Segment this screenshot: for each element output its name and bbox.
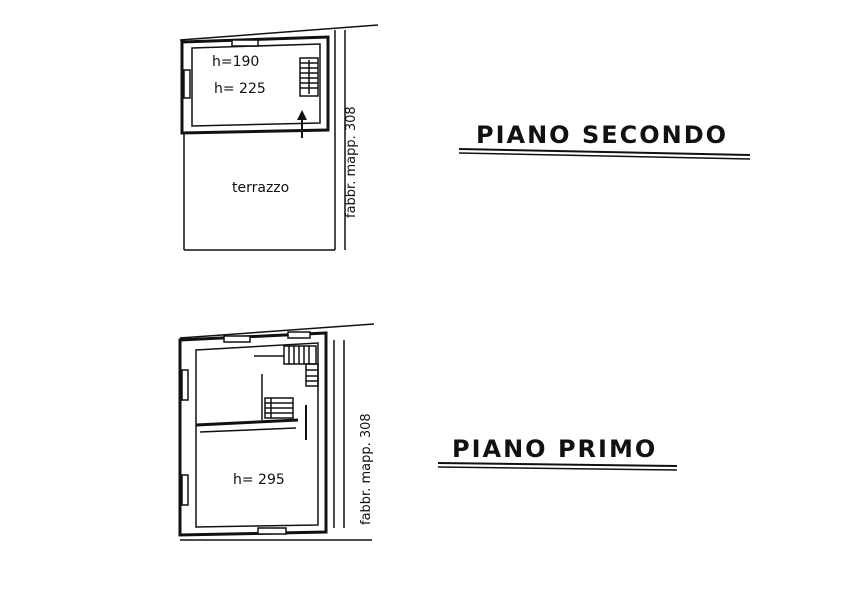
upper-height-label-1: h=190 (212, 54, 259, 70)
lower-title-underline-2 (437, 466, 678, 471)
terrace-label: terrazzo (232, 180, 289, 196)
upper-floor-title: PIANO SECONDO (458, 121, 751, 160)
lower-floor-title-text: PIANO PRIMO (452, 435, 657, 463)
lower-window-bottom (257, 527, 287, 535)
upper-title-underline-1 (458, 148, 751, 156)
lower-height-label: h= 295 (233, 472, 285, 488)
upper-height-label-2: h= 225 (214, 81, 266, 97)
lower-window-left-1 (181, 369, 189, 401)
lower-floor-plan: h= 295 fabbr. mapp. 308 (178, 323, 375, 541)
upper-stair-icon (299, 57, 319, 97)
lower-adjacent-building-label: fabbr. mapp. 308 (359, 413, 374, 525)
upper-top-boundary (179, 24, 379, 41)
upper-adjacent-building-label: fabbr. mapp. 308 (344, 106, 359, 218)
upper-window-left (183, 69, 191, 99)
upper-floor-plan: h=190 h= 225 terrazzo fabbr. mapp. 308 (179, 24, 379, 251)
lower-top-boundary (179, 323, 375, 339)
lower-partition-wall (195, 418, 299, 427)
lower-outer-walls (178, 331, 328, 537)
upper-room-walls (180, 35, 330, 135)
lower-stair-lower-icon (264, 397, 294, 419)
upper-title-underline-2 (458, 152, 751, 160)
upper-door-arrow-icon (297, 110, 307, 138)
lower-partition-wall-2 (199, 427, 297, 433)
upper-floor-title-text: PIANO SECONDO (476, 121, 728, 149)
upper-room-inner-walls (191, 43, 321, 127)
lower-window-top-2 (287, 331, 311, 339)
lower-inner-walls (195, 342, 319, 528)
lower-stair-upper-icon (283, 345, 319, 387)
lower-title-underline-1 (437, 462, 678, 467)
lower-floor-title: PIANO PRIMO (437, 435, 678, 471)
lower-window-top-1 (223, 335, 251, 343)
lower-window-left-2 (181, 474, 189, 506)
upper-window-top (231, 39, 259, 47)
